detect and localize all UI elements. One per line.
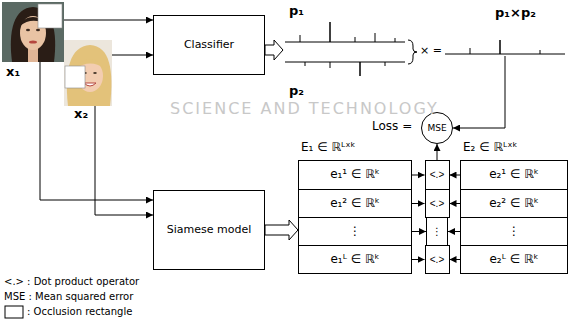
connector: [437, 144, 438, 160]
connector: [95, 106, 153, 215]
probability-plot: p₁: [283, 4, 408, 44]
embedding-row: ⋮: [461, 217, 567, 245]
operator-text: <.>: [430, 254, 444, 266]
probability-plot: p₁×p₂: [443, 4, 568, 54]
input-image: x₂: [64, 40, 112, 106]
legend-entry: : Occlusion rectangle: [4, 304, 139, 319]
row-text: e₁¹ ∈ ℝᵏ: [330, 168, 380, 182]
loss-name: MSE: [427, 123, 446, 133]
embedding-row: e₂¹ ∈ ℝᵏ: [461, 161, 567, 189]
legend-entry: <.> : Dot product operator: [4, 274, 139, 289]
legend-text: : Occlusion rectangle: [27, 306, 132, 318]
plot-label: p₁: [289, 4, 304, 19]
plot-label: p₂: [289, 84, 304, 99]
box-title: Siamese model: [167, 224, 252, 237]
legend-sample: [4, 305, 24, 319]
connector: [453, 56, 505, 128]
process-box: Siamese model: [153, 190, 265, 270]
embedding-row: ⋮: [299, 217, 411, 245]
operator-text: <.>: [430, 198, 444, 210]
embedding-matrix: E₂ ∈ ℝᴸˣᵏe₂¹ ∈ ℝᵏe₂² ∈ ℝᵏ⋮e₂ᴸ ∈ ℝᵏ: [460, 160, 568, 274]
embedding-row: e₁ᴸ ∈ ℝᵏ: [299, 245, 411, 273]
occlusion-rectangle: [65, 66, 85, 88]
probability-plot: [285, 62, 405, 76]
probability-plot: [445, 40, 565, 54]
embedding-row: e₂² ∈ ℝᵏ: [461, 189, 567, 217]
embedding-row: e₁¹ ∈ ℝᵏ: [299, 161, 411, 189]
input-label: x₂: [74, 107, 88, 122]
box-title: Classifier: [184, 39, 234, 52]
dot-product-cell: <.>: [425, 245, 450, 274]
embedding-matrix: E₁ ∈ ℝᴸˣᵏe₁¹ ∈ ℝᵏe₁² ∈ ℝᵏ⋮e₁ᴸ ∈ ℝᵏ: [298, 160, 412, 274]
loss-label: Loss =: [372, 120, 412, 134]
bracket: [408, 40, 417, 64]
connector: [411, 259, 425, 260]
dot-product-cell: <.>: [425, 189, 450, 218]
block-arrow: [265, 40, 283, 60]
embedding-row: e₂ᴸ ∈ ℝᵏ: [461, 245, 567, 273]
face-photo: [2, 2, 64, 62]
row-text: e₂¹ ∈ ℝᵏ: [489, 168, 539, 182]
legend-entry: MSE : Mean squared error: [4, 289, 139, 304]
embedding-row: e₁² ∈ ℝᵏ: [299, 189, 411, 217]
dot-product-cell: ⋮: [426, 217, 448, 246]
input-label: x₁: [6, 65, 20, 80]
connector: [411, 203, 425, 204]
occlusion-rectangle: [5, 306, 23, 318]
input-image: x₁: [2, 2, 64, 62]
connector: [64, 20, 153, 21]
operator-text: <.>: [430, 169, 444, 181]
block-arrow: [265, 220, 298, 240]
legend-text: <.> : Dot product operator: [4, 276, 139, 288]
operator-text: ⋮: [432, 226, 442, 238]
row-text: ⋮: [349, 225, 361, 239]
watermark: SCIENCE AND TECHNOLOGY: [170, 100, 439, 118]
occlusion-rectangle: [38, 4, 62, 28]
face-photo: [64, 40, 112, 106]
plot-label: p₁×p₂: [495, 6, 536, 21]
row-text: e₂² ∈ ℝᵏ: [489, 197, 539, 211]
operator-sign: × =: [420, 45, 442, 58]
row-text: e₁ᴸ ∈ ℝᵏ: [330, 253, 379, 267]
connector: [411, 231, 426, 232]
dot-product-cell: <.>: [425, 160, 450, 190]
probability-plot: p₂: [283, 60, 408, 100]
matrix-title: E₂ ∈ ℝᴸˣᵏ: [463, 141, 518, 155]
row-text: ⋮: [508, 225, 520, 239]
row-text: e₁² ∈ ℝᵏ: [330, 197, 380, 211]
probability-plot: [285, 22, 405, 42]
row-text: e₂ᴸ ∈ ℝᵏ: [489, 253, 538, 267]
matrix-title: E₁ ∈ ℝᴸˣᵏ: [301, 141, 356, 155]
connector: [411, 175, 425, 176]
connector: [112, 55, 153, 56]
legend-text: MSE : Mean squared error: [4, 291, 133, 303]
process-box: Classifier: [153, 15, 265, 75]
connector: [40, 62, 153, 200]
